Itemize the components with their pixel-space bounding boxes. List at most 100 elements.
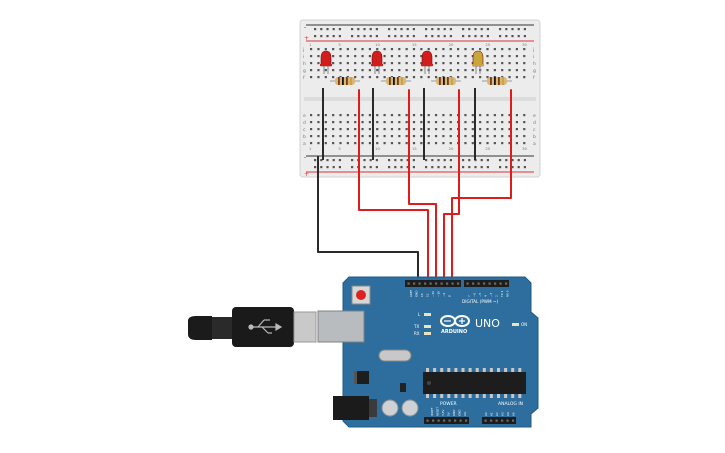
breadboard-hole[interactable]: [324, 48, 327, 51]
header-pin[interactable]: [432, 419, 435, 422]
breadboard-hole[interactable]: [515, 142, 518, 145]
breadboard-hole[interactable]: [501, 48, 504, 51]
rail-hole[interactable]: [351, 28, 354, 31]
rail-hole[interactable]: [338, 159, 341, 162]
breadboard-hole[interactable]: [523, 48, 526, 51]
rail-hole[interactable]: [369, 35, 372, 38]
breadboard-hole[interactable]: [398, 62, 401, 65]
breadboard-hole[interactable]: [368, 62, 371, 65]
breadboard-hole[interactable]: [479, 48, 482, 51]
rail-hole[interactable]: [449, 159, 452, 162]
rail-hole[interactable]: [406, 35, 409, 38]
breadboard-hole[interactable]: [376, 135, 379, 138]
header-pin[interactable]: [413, 282, 416, 285]
breadboard-hole[interactable]: [449, 114, 452, 117]
rail-hole[interactable]: [468, 28, 471, 31]
breadboard-hole[interactable]: [390, 135, 394, 138]
rail-hole[interactable]: [443, 28, 446, 31]
breadboard-hole[interactable]: [310, 121, 313, 124]
rail-hole[interactable]: [468, 166, 471, 169]
breadboard-hole[interactable]: [493, 121, 496, 124]
breadboard-hole[interactable]: [442, 135, 445, 138]
breadboard-hole[interactable]: [471, 48, 474, 51]
header-pin[interactable]: [454, 419, 457, 422]
breadboard-hole[interactable]: [493, 135, 496, 138]
breadboard-hole[interactable]: [427, 121, 430, 124]
breadboard-hole[interactable]: [449, 135, 452, 138]
breadboard-hole[interactable]: [434, 114, 438, 117]
breadboard-hole[interactable]: [442, 55, 445, 58]
breadboard-hole[interactable]: [420, 114, 423, 117]
rail-hole[interactable]: [412, 159, 415, 162]
breadboard-hole[interactable]: [523, 76, 526, 79]
breadboard-hole[interactable]: [420, 48, 423, 51]
usb-cable[interactable]: [188, 307, 317, 347]
breadboard-hole[interactable]: [442, 128, 445, 131]
breadboard-hole[interactable]: [442, 69, 445, 72]
breadboard-hole[interactable]: [486, 114, 489, 117]
breadboard-hole[interactable]: [449, 121, 452, 124]
rail-hole[interactable]: [412, 35, 415, 38]
header-pin[interactable]: [429, 282, 432, 285]
breadboard-hole[interactable]: [354, 142, 357, 145]
breadboard-hole[interactable]: [310, 48, 313, 51]
breadboard-hole[interactable]: [405, 48, 408, 51]
rail-hole[interactable]: [363, 28, 366, 31]
breadboard-hole[interactable]: [471, 135, 474, 138]
breadboard-hole[interactable]: [376, 142, 379, 145]
breadboard-hole[interactable]: [324, 142, 327, 145]
analog-pin-header[interactable]: [482, 417, 516, 424]
breadboard-hole[interactable]: [427, 142, 430, 145]
breadboard-hole[interactable]: [479, 121, 482, 124]
breadboard-hole[interactable]: [515, 55, 518, 58]
breadboard-hole[interactable]: [332, 62, 335, 65]
breadboard-hole[interactable]: [332, 69, 335, 72]
breadboard-hole[interactable]: [317, 114, 320, 117]
breadboard-hole[interactable]: [493, 128, 496, 131]
breadboard-hole[interactable]: [398, 128, 401, 131]
rail-hole[interactable]: [326, 159, 329, 162]
breadboard-hole[interactable]: [515, 114, 518, 117]
rail-hole[interactable]: [388, 28, 391, 31]
breadboard-hole[interactable]: [501, 55, 504, 58]
led[interactable]: [320, 50, 332, 67]
breadboard-hole[interactable]: [464, 114, 467, 117]
rail-hole[interactable]: [320, 159, 323, 162]
breadboard-hole[interactable]: [405, 142, 408, 145]
breadboard-hole[interactable]: [464, 121, 467, 124]
breadboard-hole[interactable]: [412, 142, 416, 145]
reset-button-cap[interactable]: [356, 290, 366, 300]
header-pin[interactable]: [435, 282, 438, 285]
breadboard-hole[interactable]: [390, 121, 394, 124]
breadboard-hole[interactable]: [501, 142, 504, 145]
header-pin[interactable]: [437, 419, 440, 422]
rail-hole[interactable]: [425, 35, 428, 38]
breadboard-hole[interactable]: [508, 48, 511, 51]
breadboard-hole[interactable]: [412, 69, 416, 72]
breadboard-hole[interactable]: [457, 69, 460, 72]
breadboard-hole[interactable]: [464, 62, 467, 65]
breadboard-hole[interactable]: [412, 114, 416, 117]
breadboard-hole[interactable]: [317, 135, 320, 138]
rail-hole[interactable]: [431, 166, 434, 169]
breadboard-hole[interactable]: [486, 62, 489, 65]
breadboard-hole[interactable]: [405, 69, 408, 72]
breadboard-hole[interactable]: [361, 135, 364, 138]
breadboard-hole[interactable]: [493, 114, 496, 117]
breadboard-hole[interactable]: [317, 121, 320, 124]
rail-hole[interactable]: [388, 166, 391, 169]
rail-hole[interactable]: [468, 159, 471, 162]
breadboard-hole[interactable]: [361, 55, 364, 58]
rail-hole[interactable]: [486, 166, 489, 169]
rail-hole[interactable]: [363, 166, 366, 169]
rail-hole[interactable]: [412, 28, 415, 31]
breadboard-hole[interactable]: [501, 135, 504, 138]
rail-hole[interactable]: [406, 166, 409, 169]
rail-hole[interactable]: [332, 35, 335, 38]
header-pin[interactable]: [506, 419, 509, 422]
breadboard-hole[interactable]: [471, 121, 474, 124]
header-pin[interactable]: [418, 282, 421, 285]
header-pin[interactable]: [472, 282, 475, 285]
breadboard-hole[interactable]: [317, 48, 320, 51]
rail-hole[interactable]: [480, 35, 483, 38]
